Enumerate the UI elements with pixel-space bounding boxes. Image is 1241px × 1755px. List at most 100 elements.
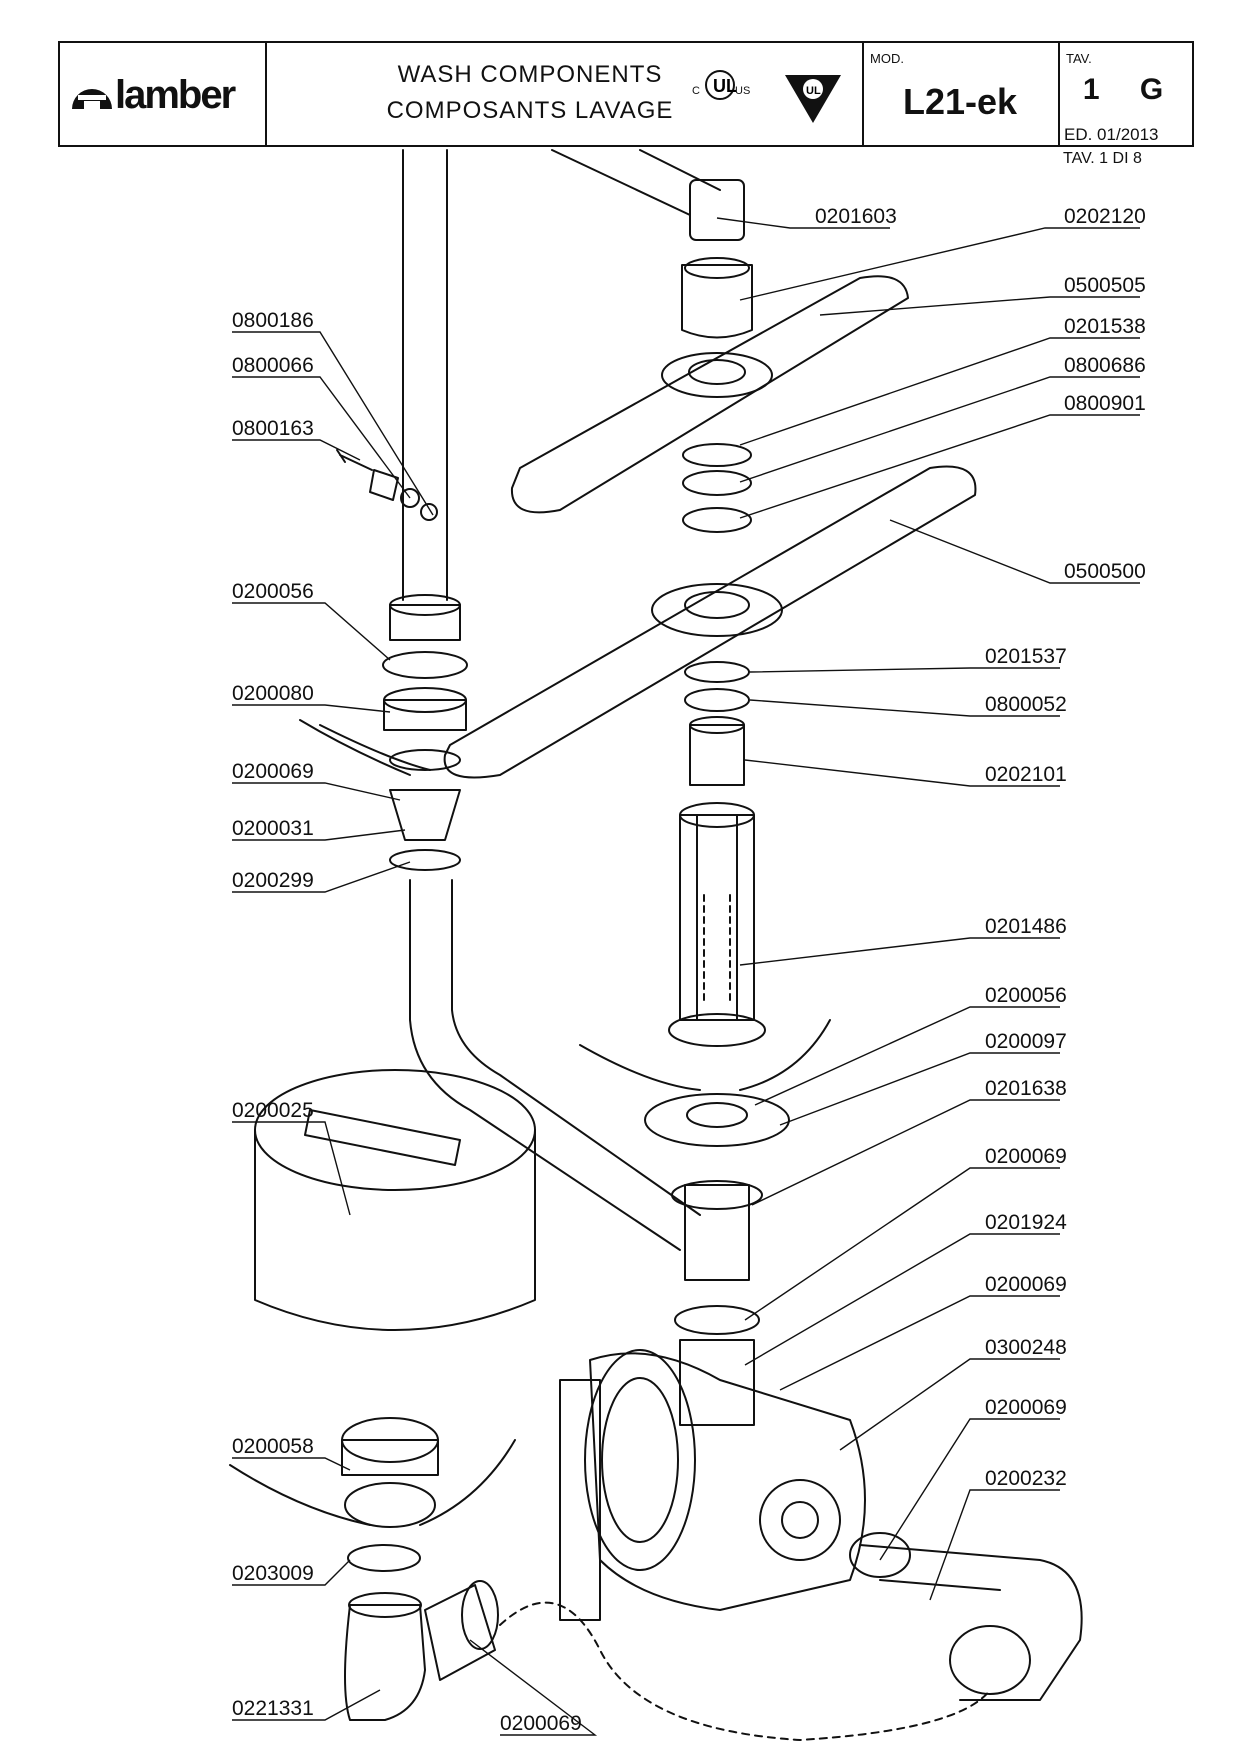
part-label: 0300248: [985, 1336, 1067, 1359]
part-label: 0800066: [232, 354, 314, 377]
part-label: 0200069: [985, 1396, 1067, 1419]
part-label: 0200080: [232, 682, 314, 705]
lamber-logo-icon: [72, 89, 112, 109]
elbow-body-shape: [344, 1604, 426, 1721]
pump-outlet-shape: [781, 1501, 819, 1539]
model-value: L21-ek: [902, 81, 1018, 122]
clip-washer-shape: [400, 488, 420, 508]
upper-hub-shape: [681, 264, 753, 339]
part-label: 0201603: [815, 205, 897, 228]
drain-nut-shape: [341, 1439, 439, 1476]
elbow-outlet-shape: [424, 1584, 496, 1681]
gasket-hole-shape: [686, 1102, 748, 1128]
tub-floor-shape: [579, 1019, 831, 1091]
riser-clamp-lower-shape: [389, 849, 461, 871]
title-french: COMPOSANTS LAVAGE: [386, 97, 674, 124]
hex-column-shape: [679, 814, 755, 1021]
drain-oring-shape: [347, 1544, 421, 1572]
part-label: 0200069: [985, 1273, 1067, 1296]
elbow-clamp-shape: [461, 1580, 499, 1650]
part-label: 0200056: [985, 984, 1067, 1007]
dashed-hose-loop-shape: [499, 1601, 991, 1741]
part-label: 0500500: [1064, 560, 1146, 583]
part-label: 0202120: [1064, 205, 1146, 228]
part-label: 0201537: [985, 645, 1067, 668]
drain-hose-shape: [859, 1544, 1083, 1701]
model-label: MOD.: [870, 51, 904, 66]
part-label: 0800186: [232, 309, 314, 332]
riser-hex-nut-top-shape: [383, 687, 467, 713]
riser-seal-shape: [382, 651, 468, 679]
pump-body-shape: [589, 1352, 866, 1611]
clamp-pump-shape: [849, 1532, 911, 1578]
logo-cell: lamber: [60, 43, 267, 145]
riser-hex-nut-shape: [383, 699, 467, 731]
part-labels-right: 0201603 0202120 0500505 0201538 0800686 …: [815, 205, 1146, 1490]
sheet-number: TAV. 1 DI 8: [1063, 150, 1142, 167]
riser-tub-wall-shape: [299, 719, 411, 776]
tub-wall-shape: [319, 724, 431, 771]
part-label: 0800163: [232, 417, 314, 440]
lower-pipe-shape: [409, 879, 701, 1251]
svg-text:UL: UL: [806, 85, 821, 97]
upper-hub-rim-shape: [684, 257, 750, 279]
cert-us-label: US: [735, 85, 751, 97]
clamp-upper-shape: [674, 1305, 760, 1335]
model-cell: MOD. L21-ek: [862, 43, 1060, 145]
riser-oring-shape: [389, 749, 461, 771]
washer-c-shape: [682, 507, 752, 533]
part-label: 0201924: [985, 1211, 1067, 1234]
part-label: 0500505: [1064, 274, 1146, 297]
pump-bracket-shape: [559, 1379, 601, 1621]
hidden-shaft-shape: [703, 894, 731, 1001]
leader-lines: [232, 217, 1140, 1736]
connector-shape: [689, 724, 745, 786]
clip-shape: [369, 469, 399, 501]
svg-text:UL: UL: [713, 76, 737, 96]
part-label: 0200097: [985, 1030, 1067, 1053]
part-label: 0221331: [232, 1697, 314, 1720]
part-labels-left: 0800186 0800066 0800163 0200056 0200080 …: [232, 309, 314, 1720]
part-label: 0800686: [1064, 354, 1146, 377]
pump-motor-shape: [584, 1349, 696, 1571]
washer-a-shape: [682, 443, 752, 467]
threaded-sleeve-shape: [684, 1184, 750, 1281]
pump-volute-shape: [759, 1479, 841, 1561]
cert-c-label: C: [692, 85, 700, 97]
part-label: 0201638: [985, 1077, 1067, 1100]
brand-name: lamber: [115, 73, 236, 117]
part-label: 0200069: [232, 760, 314, 783]
lower-arm-hub-shape: [651, 583, 783, 637]
drawing-lines: [229, 149, 1083, 1741]
pump-inlet-hose-shape: [679, 1339, 755, 1426]
part-label: 0200069: [985, 1145, 1067, 1168]
ring-b-shape: [684, 688, 750, 712]
part-label: 0201486: [985, 915, 1067, 938]
certification-marks-icon: UL UL: [705, 70, 841, 123]
part-label: 0202101: [985, 763, 1067, 786]
table-label: TAV.: [1066, 51, 1092, 66]
title-block: lamber WASH COMPONENTS COMPOSANTS LAVAGE…: [58, 41, 1194, 147]
title-english: WASH COMPONENTS: [397, 61, 663, 88]
pump-motor-inner-shape: [601, 1377, 679, 1543]
drain-cone-shape: [344, 1482, 436, 1528]
upper-feed-pipe-shape: [551, 149, 721, 216]
drain-nut-top-shape: [341, 1417, 439, 1463]
part-label: 0200058: [232, 1435, 314, 1458]
part-label: 0200299: [232, 869, 314, 892]
gasket-shape: [644, 1093, 790, 1147]
part-label: 0203009: [232, 1562, 314, 1585]
riser-adapter-shape: [389, 789, 461, 841]
ring-a-shape: [684, 661, 750, 683]
hex-column-flange-shape: [668, 1013, 766, 1047]
washer-b-shape: [682, 470, 752, 496]
part-label: 0200232: [985, 1467, 1067, 1490]
upper-arm-hub-inner-shape: [688, 359, 746, 385]
screw-shape: [336, 449, 373, 471]
lower-spray-arm-shape: [443, 465, 977, 779]
connector-rim-shape: [689, 716, 745, 734]
top-cap-shape: [689, 179, 745, 241]
hex-column-top-shape: [679, 802, 755, 828]
part-label: 0800901: [1064, 392, 1146, 415]
